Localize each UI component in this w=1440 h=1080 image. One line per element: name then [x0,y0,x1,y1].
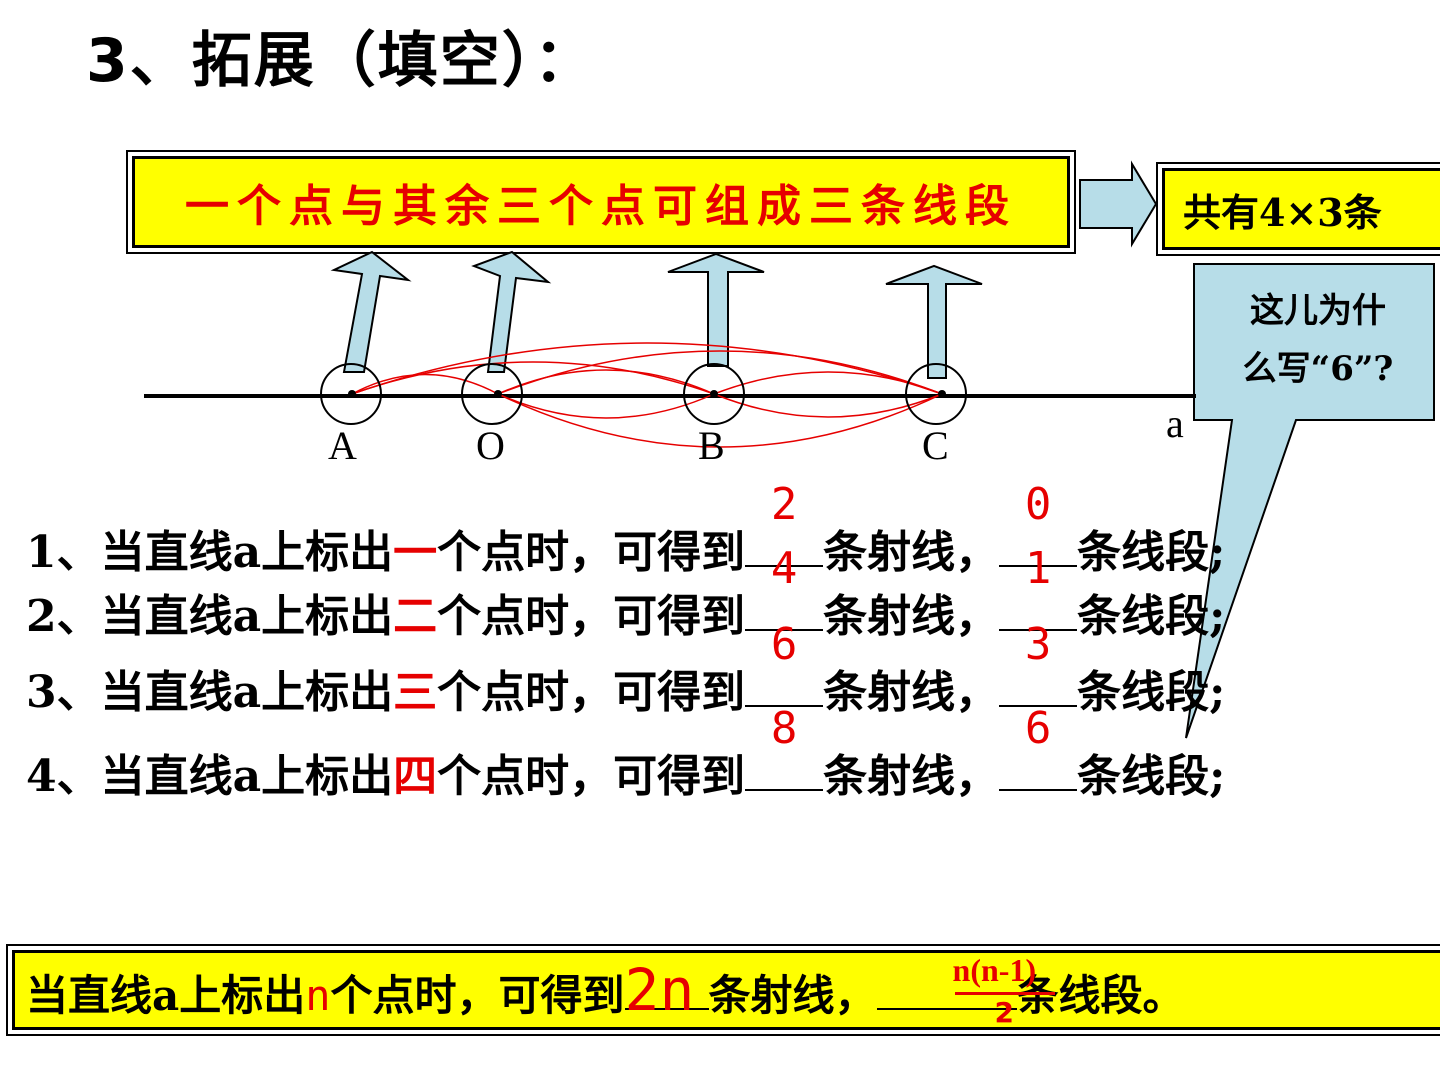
point-o-label: O [476,423,505,468]
question-number: 1 [26,527,57,578]
rays-blank[interactable]: 4 [745,543,824,631]
rays-answer: 2 [770,479,798,530]
question-row-2: 2、当直线a上标出二个点时，可得到 4 条射线， 1 条线段; [26,543,1226,644]
summary-text: 条射线， [708,971,877,1020]
slide-title: 3、拓展（填空）： [86,26,596,96]
segments-answer: 6 [1024,703,1052,754]
summary-box [6,944,1440,1036]
question-number: 4 [26,751,57,802]
question-row-4: 4、当直线a上标出四个点时，可得到 8 条射线， 6 条线段; [26,703,1226,804]
segments-blank[interactable]: 3 [999,619,1078,707]
question-text: 、当直线a上标出 [56,591,394,642]
point-c-label: C [922,423,949,468]
question-text: 、当直线a上标出 [56,751,394,802]
total-count-text: 共有4×3条 [1183,189,1382,235]
segments-answer: 1 [1024,543,1052,594]
question-text: 、当直线a上标出 [56,527,394,578]
summary-text: 个点时，可得到 [330,971,625,1020]
up-arrow-icon-4 [885,264,983,379]
top-statement-box: 一个点与其余三个点可组成三条线段 [126,150,1076,254]
summary-text: 当直线a上标出 [26,971,306,1020]
callout-line-2: 么写“6”? [1242,349,1394,389]
question-text: 条射线， [823,751,1000,802]
question-text: 个点时，可得到 [437,527,746,578]
question-text: 条线段; [1077,667,1226,718]
callout-line-1: 这儿为什 [1250,291,1386,331]
segments-blank[interactable]: 6 [999,703,1078,791]
point-b-dot [710,390,718,398]
segments-answer: 0 [1024,479,1052,530]
rays-blank[interactable]: 8 [745,703,824,791]
formula-numerator: n(n-1) [952,952,1037,988]
rays-blank[interactable]: 6 [745,619,824,707]
point-count: 四 [393,751,438,802]
summary-rays-answer: 2n [624,956,695,1024]
question-row-1: 1、当直线a上标出一个点时，可得到 2 条射线， 0 条线段; [26,479,1226,580]
summary-text: 条线段。 [1016,971,1185,1020]
up-arrow-icon-2 [471,250,552,373]
question-text: 条线段; [1077,591,1226,642]
question-text: 个点时，可得到 [437,667,746,718]
up-arrow-icon-1 [330,250,412,373]
point-o-dot [494,390,502,398]
point-count: 三 [393,667,438,718]
rays-blank[interactable]: 2 [745,479,824,567]
summary-segments-blank[interactable]: n(n-1) 2 [876,952,1055,1029]
total-count-box: 共有4×3条 [1156,162,1440,256]
question-text: 个点时，可得到 [437,751,746,802]
point-b-label: B [698,423,725,468]
summary-rays-blank[interactable]: 2n [624,956,709,1024]
rays-answer: 4 [770,543,798,594]
question-number: 3 [26,667,57,718]
point-count: 一 [393,527,438,578]
right-arrow-icon [1079,160,1158,248]
question-text: 、当直线a上标出 [56,667,394,718]
callout-bubble [1185,263,1435,739]
point-c-dot [938,390,946,398]
segments-answer: 3 [1024,619,1052,670]
question-number: 2 [26,591,57,642]
question-text: 条线段; [1077,527,1226,578]
rays-answer: 6 [770,619,798,670]
line-name-label: a [1166,401,1184,446]
point-count: 二 [393,591,438,642]
formula-denominator: 2 [994,996,1015,1029]
point-a-dot [348,390,356,398]
question-text: 条射线， [823,667,1000,718]
question-text: 条射线， [823,527,1000,578]
summary-n: n [305,971,331,1020]
question-text: 条射线， [823,591,1000,642]
question-text: 条线段; [1077,751,1226,802]
callout-text: 这儿为什 么写“6”? [1208,282,1428,398]
fraction-bar [954,992,1055,995]
segments-blank[interactable]: 1 [999,543,1078,631]
rays-answer: 8 [770,703,798,754]
point-a-label: A [328,423,357,468]
question-text: 个点时，可得到 [437,591,746,642]
segments-blank[interactable]: 0 [999,479,1078,567]
top-statement-text: 一个点与其余三个点可组成三条线段 [185,181,1017,232]
